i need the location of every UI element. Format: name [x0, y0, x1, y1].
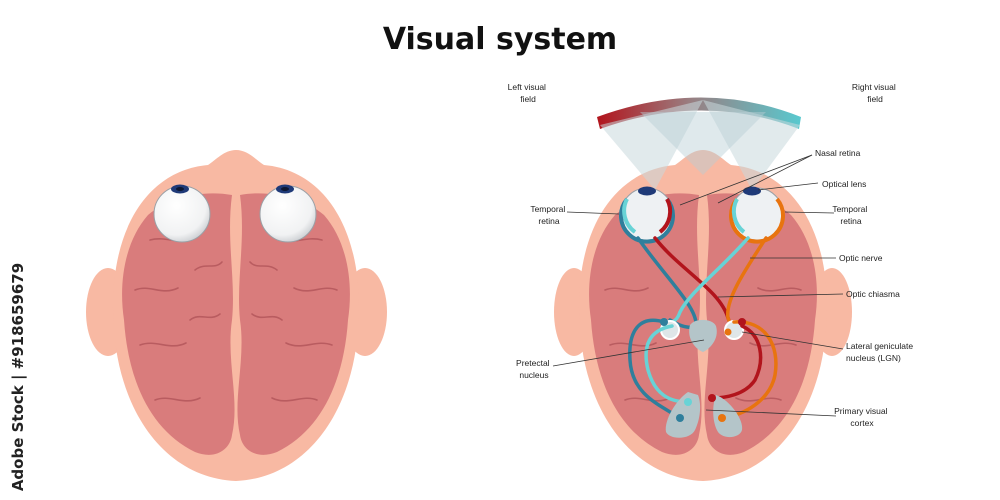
cortex-node-right-dark: [708, 394, 716, 402]
right-hemisphere-right: [704, 193, 817, 455]
left-hemisphere-left: [122, 193, 235, 455]
left-hemisphere-right: [237, 193, 350, 455]
optic-nerve-label: Optic nerve: [839, 253, 883, 263]
temporal-retina-right-label: Temporal retina: [832, 204, 869, 226]
optic-chiasma-label: Optic chiasma: [846, 289, 900, 299]
cortex-node-left-dark: [676, 414, 684, 422]
page-title: Visual system: [382, 22, 618, 57]
right-pathway-node-2: [724, 328, 732, 336]
left-head: [86, 150, 387, 481]
left-radiation-dark: [628, 318, 682, 420]
left-visual-field-label: Left visual field: [508, 82, 549, 104]
right-retina-nasal: [731, 198, 746, 234]
primary-visual-cortex-label: Primary visual cortex: [834, 406, 890, 428]
right-pathway-node-1: [738, 318, 746, 326]
left-retina-arc-inner: [622, 198, 637, 234]
left-eye-left: [153, 185, 211, 243]
pretectal-structure: [689, 319, 717, 352]
left-pathway-node-1: [660, 318, 668, 326]
right-head: [554, 97, 852, 481]
left-pupil-right: [281, 187, 289, 191]
left-radiation-light: [644, 324, 690, 404]
optical-lens-label: Optical lens: [822, 179, 866, 189]
left-retina-arc: [619, 197, 675, 244]
leader-lines: [552, 154, 844, 417]
temporal-retina-left-label: Temporal retina: [530, 204, 567, 226]
right-lens: [743, 186, 761, 196]
visual-field-arc: [597, 97, 801, 129]
right-eye-view-cone: [703, 100, 800, 190]
left-pupil-left: [176, 187, 184, 191]
left-retina-nasal: [658, 198, 673, 234]
right-visual-field-label: Right visual field: [852, 82, 898, 104]
left-eye-view-cone: [600, 100, 703, 190]
right-radiation-dark: [710, 324, 763, 400]
left-lens: [638, 186, 656, 196]
pretectal-nucleus-label: Pretectal nucleus: [516, 358, 552, 380]
diagram-labels: Left visual field Right visual field Nas…: [508, 82, 915, 428]
right-retina-arc: [729, 197, 785, 244]
left-temporal-pathway: [636, 236, 698, 329]
left-eye-right: [259, 185, 317, 243]
left-sulci: [134, 238, 338, 402]
lgn-label: Lateral geniculate nucleus (LGN): [846, 341, 915, 363]
nasal-retina-label: Nasal retina: [815, 148, 861, 158]
field-overlap: [640, 112, 766, 175]
cortex-node-right-orange: [718, 414, 726, 422]
cortex-node-left-light: [684, 398, 692, 406]
